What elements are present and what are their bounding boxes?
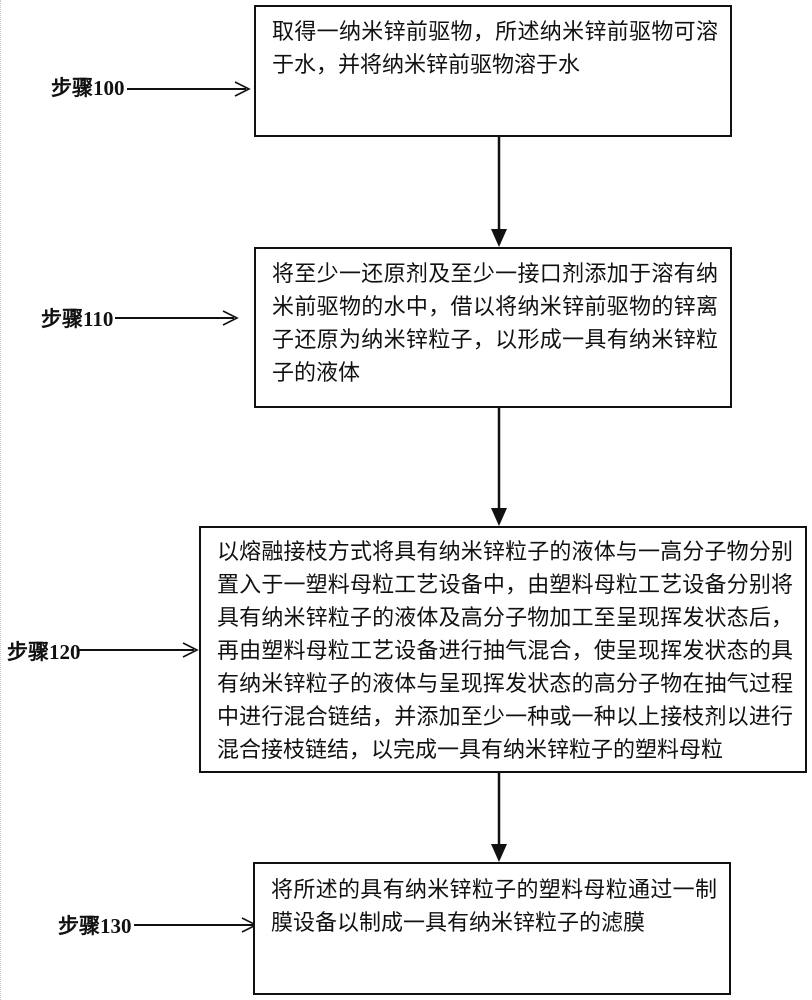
- process-box-step-130: 将所述的具有纳米锌粒子的塑料母粒通过一制膜设备以制成一具有纳米锌粒子的滤膜: [253, 862, 731, 995]
- step-130-text: 将所述的具有纳米锌粒子的塑料母粒通过一制膜设备以制成一具有纳米锌粒子的滤膜: [271, 877, 717, 935]
- flow-arrow-down-icon-1: [491, 137, 507, 247]
- step-100-label: 步骤100: [51, 76, 125, 100]
- step-120-text: 以熔融接枝方式将具有纳米锌粒子的液体与一高分子物分别置入于一塑料母粒工艺设备中，…: [217, 539, 793, 762]
- process-box-step-100: 取得一纳米锌前驱物，所述纳米锌前驱物可溶于水，并将纳米锌前驱物溶于水: [254, 5, 732, 137]
- step-130-label: 步骤130: [58, 914, 132, 938]
- step-110-text: 将至少一还原剂及至少一接口剂添加于溶有纳米前驱物的水中，借以将纳米锌前驱物的锌离…: [272, 261, 718, 385]
- flow-arrow-down-icon-2: [491, 408, 507, 526]
- step-110-label: 步骤110: [41, 307, 114, 331]
- step-100-text: 取得一纳米锌前驱物，所述纳米锌前驱物可溶于水，并将纳米锌前驱物溶于水: [272, 19, 718, 77]
- process-box-step-110: 将至少一还原剂及至少一接口剂添加于溶有纳米前驱物的水中，借以将纳米锌前驱物的锌离…: [254, 247, 732, 408]
- step-110-arrow-right-icon: [115, 310, 239, 326]
- step-120-arrow-right-icon: [78, 642, 199, 658]
- step-120-label: 步骤120: [7, 640, 81, 664]
- step-100-arrow-right-icon: [127, 81, 251, 97]
- process-box-step-120: 以熔融接枝方式将具有纳米锌粒子的液体与一高分子物分别置入于一塑料母粒工艺设备中，…: [199, 526, 807, 773]
- step-130-arrow-right-icon: [134, 917, 258, 933]
- flow-arrow-down-icon-3: [491, 773, 507, 862]
